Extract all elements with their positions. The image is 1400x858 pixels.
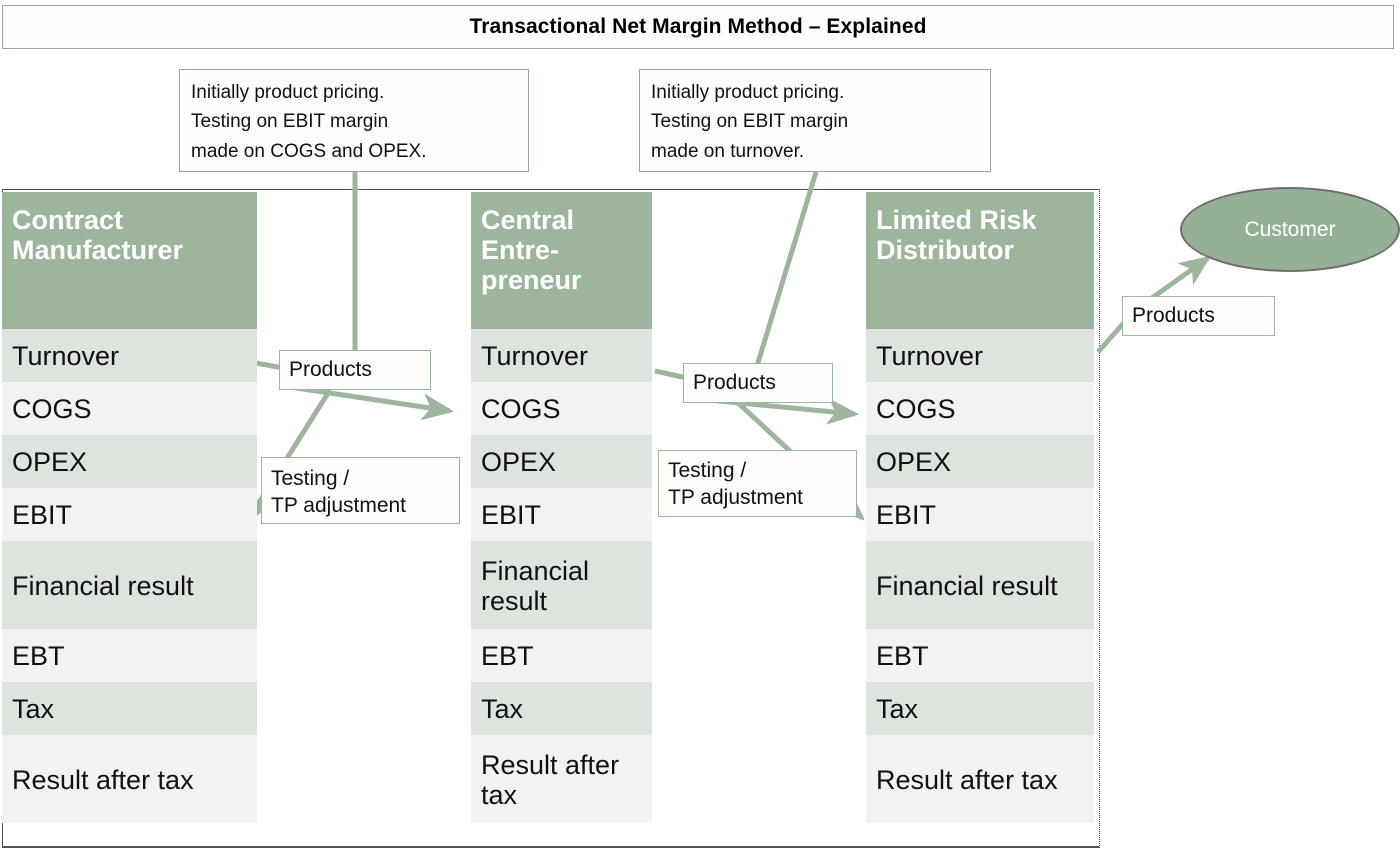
callout-left: Initially product pricing. Testing on EB… <box>179 69 529 172</box>
row-opex: OPEX <box>866 435 1094 488</box>
label-products-1: Products <box>279 350 431 390</box>
callout-right: Initially product pricing. Testing on EB… <box>639 69 991 172</box>
col2-header-line1: Limited Risk <box>876 205 1037 235</box>
label-testing-2: Testing / TP adjustment <box>658 450 857 517</box>
column-limited-risk-distributor: Limited Risk Distributor Turnover COGS O… <box>866 192 1094 823</box>
label-products-2: Products <box>683 363 833 403</box>
label-testing-1: Testing / TP adjustment <box>261 457 460 524</box>
row-tax: Tax <box>2 682 257 735</box>
callout-left-line1: Initially product pricing. <box>191 82 385 103</box>
col0-header-line1: Contract <box>12 205 124 235</box>
customer-label: Customer <box>1244 217 1336 241</box>
column-contract-manufacturer: Contract Manufacturer Turnover COGS OPEX… <box>2 192 257 823</box>
row-ebit: EBIT <box>2 488 257 541</box>
row-ebt: EBT <box>2 629 257 682</box>
callout-left-line3: made on COGS and OPEX. <box>191 140 427 162</box>
col2-rows: Turnover COGS OPEX EBIT Financial result… <box>866 329 1094 823</box>
label-testing-1-line1: Testing / <box>271 467 350 490</box>
callout-right-line2: Testing on EBIT margin <box>651 111 849 133</box>
title-bar: Transactional Net Margin Method – Explai… <box>2 5 1394 49</box>
col1-rows: Turnover COGS OPEX EBIT Financial result… <box>471 329 652 823</box>
callout-right-line3: made on turnover. <box>651 140 805 162</box>
label-products-3: Products <box>1122 296 1275 336</box>
column-central-entrepreneur: Central Entre- preneur Turnover COGS OPE… <box>471 192 652 823</box>
label-testing-2-line2: TP adjustment <box>668 486 804 510</box>
row-cogs: COGS <box>2 382 257 435</box>
row-cogs: COGS <box>471 382 652 435</box>
col0-rows: Turnover COGS OPEX EBIT Financial result… <box>2 329 257 823</box>
row-ebit: EBIT <box>471 488 652 541</box>
row-cogs: COGS <box>866 382 1094 435</box>
column-header-contract-manufacturer: Contract Manufacturer <box>2 192 257 329</box>
label-testing-1-line2: TP adjustment <box>271 494 407 518</box>
row-tax: Tax <box>471 682 652 735</box>
row-turnover: Turnover <box>2 329 257 382</box>
callout-right-line1: Initially product pricing. <box>651 82 845 103</box>
page-title: Transactional Net Margin Method – Explai… <box>469 15 927 38</box>
label-testing-2-line1: Testing / <box>668 459 747 482</box>
col1-header-line1: Central <box>481 205 575 235</box>
col2-header-line2: Distributor <box>876 234 1014 265</box>
callout-left-line2: Testing on EBIT margin <box>191 111 389 133</box>
col1-header-line3: preneur <box>481 264 582 295</box>
customer-node: Customer <box>1180 187 1400 272</box>
row-tax: Tax <box>866 682 1094 735</box>
row-turnover: Turnover <box>866 329 1094 382</box>
row-opex: OPEX <box>2 435 257 488</box>
col1-header-line2: Entre- <box>481 234 560 265</box>
column-header-limited-risk-distributor: Limited Risk Distributor <box>866 192 1094 329</box>
row-financial-result: Financial result <box>866 541 1094 629</box>
row-ebt: EBT <box>471 629 652 682</box>
row-financial-result: Financial result <box>471 541 652 629</box>
row-result-after-tax: Result after tax <box>866 735 1094 823</box>
col0-header-line2: Manufacturer <box>12 234 184 265</box>
column-header-central-entrepreneur: Central Entre- preneur <box>471 192 652 329</box>
row-ebit: EBIT <box>866 488 1094 541</box>
row-ebt: EBT <box>866 629 1094 682</box>
row-turnover: Turnover <box>471 329 652 382</box>
row-opex: OPEX <box>471 435 652 488</box>
row-result-after-tax: Result after tax <box>2 735 257 823</box>
row-financial-result: Financial result <box>2 541 257 629</box>
row-result-after-tax: Result after tax <box>471 735 652 823</box>
